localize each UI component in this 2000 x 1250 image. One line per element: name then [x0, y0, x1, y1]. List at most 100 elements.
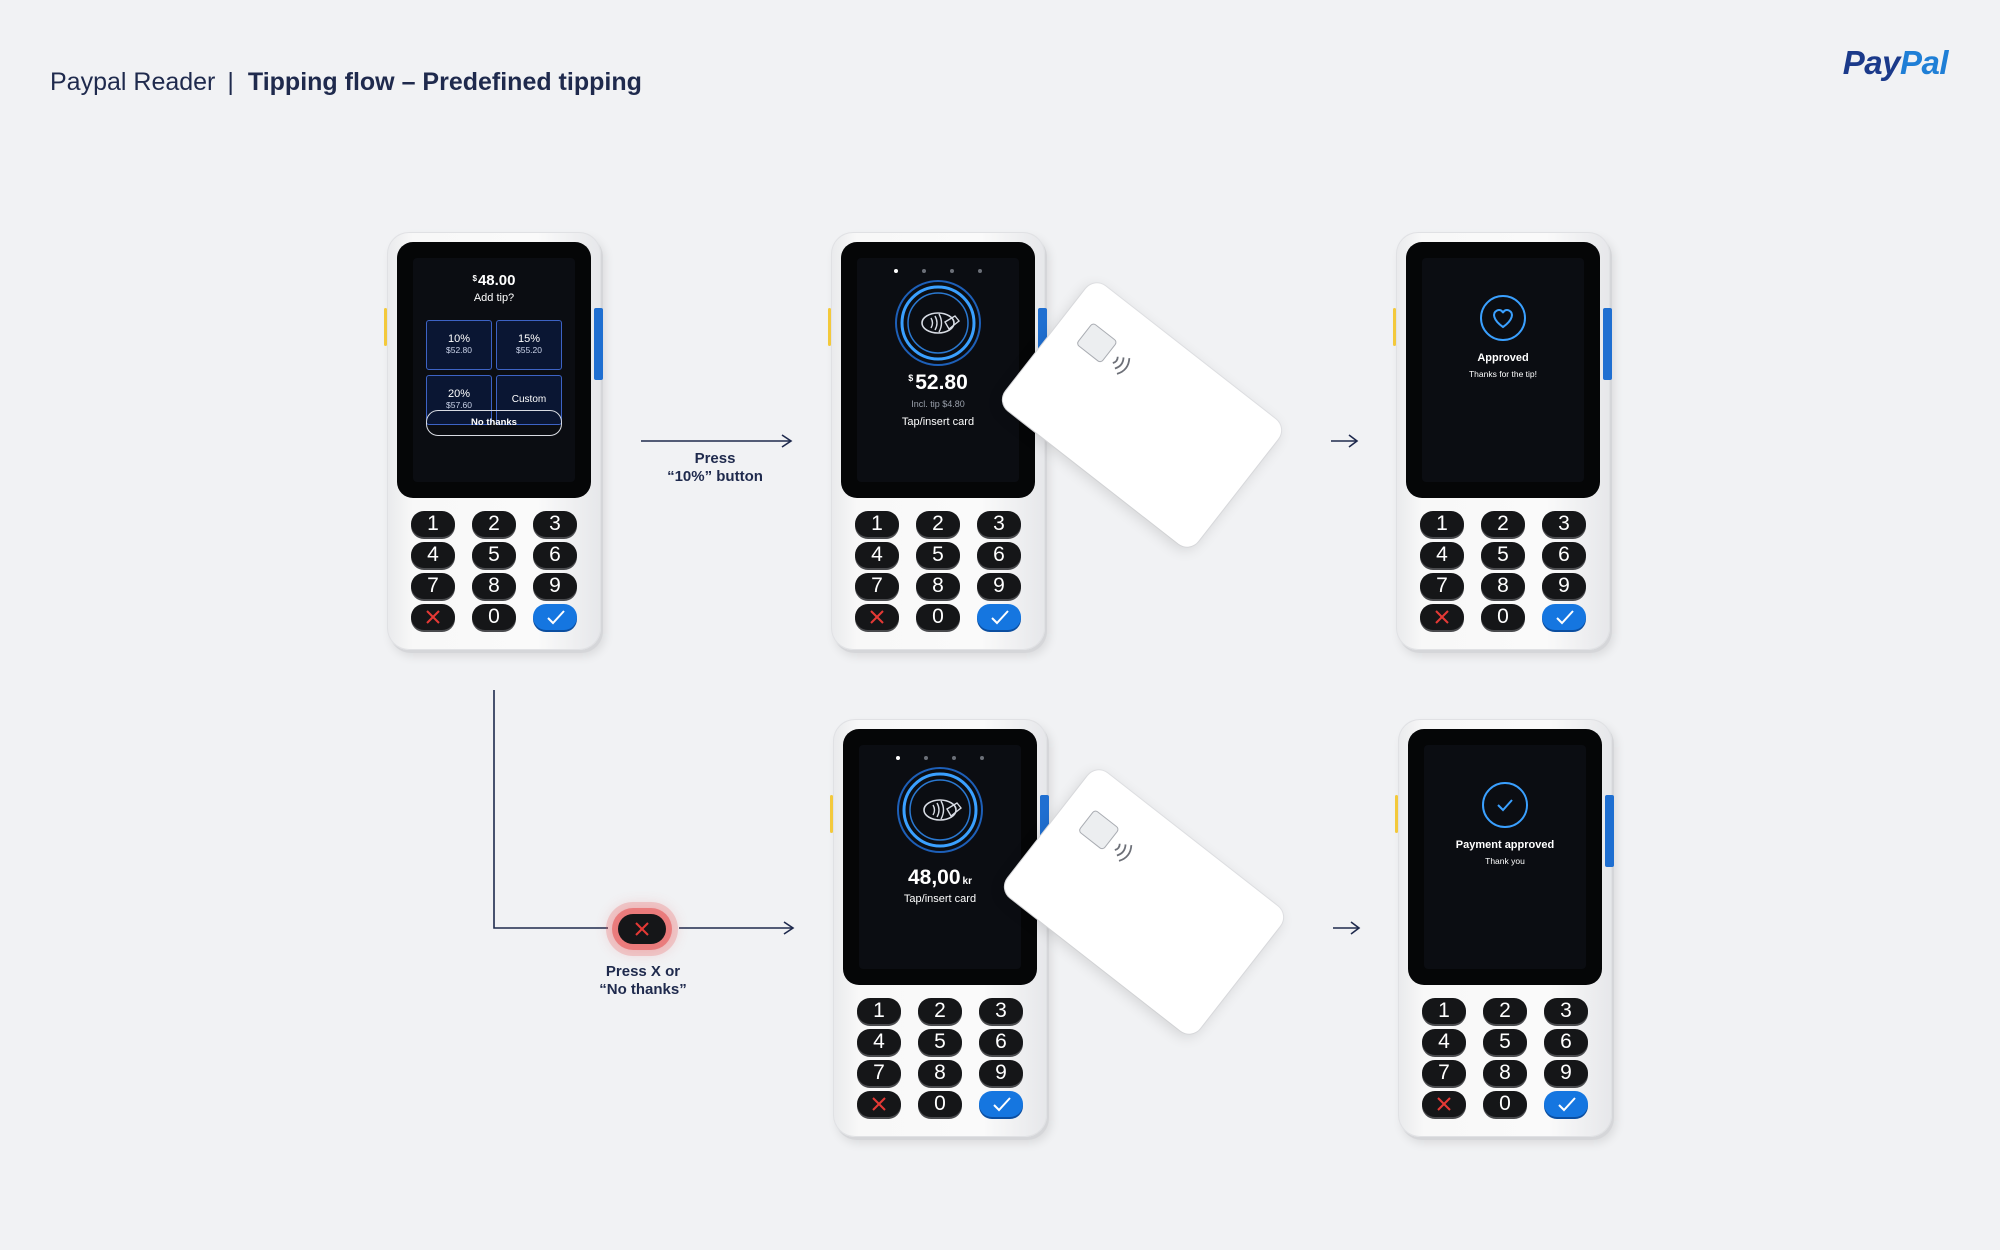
- arrowhead-approved-no-tip: [1350, 921, 1361, 935]
- paypal-logo: PayPal: [1842, 44, 1949, 81]
- tap-instruction: Tap/insert card: [901, 416, 975, 428]
- key-9[interactable]: 9: [1544, 1060, 1588, 1086]
- tip-option-15[interactable]: 15%$55.20: [496, 320, 562, 370]
- key-1[interactable]: 1: [855, 511, 899, 537]
- key-6[interactable]: 6: [533, 542, 577, 568]
- key-0[interactable]: 0: [472, 604, 516, 630]
- key-0[interactable]: 0: [918, 1091, 962, 1117]
- no-thanks-button[interactable]: No thanks: [426, 410, 562, 436]
- x-icon: [426, 610, 440, 624]
- x-icon: [1435, 610, 1449, 624]
- key-6[interactable]: 6: [979, 1029, 1023, 1055]
- key-6[interactable]: 6: [1544, 1029, 1588, 1055]
- tip-option-10[interactable]: 10%$52.80: [426, 320, 492, 370]
- key-9[interactable]: 9: [979, 1060, 1023, 1086]
- key-2[interactable]: 2: [916, 511, 960, 537]
- x-icon: [1437, 1097, 1451, 1111]
- page-dots: [859, 747, 1021, 765]
- check-icon: [993, 1097, 1011, 1112]
- key-8[interactable]: 8: [918, 1060, 962, 1086]
- key-2[interactable]: 2: [1481, 511, 1525, 537]
- payment-card: [999, 764, 1289, 1040]
- key-9[interactable]: 9: [977, 573, 1021, 599]
- key-8[interactable]: 8: [916, 573, 960, 599]
- x-icon: [635, 922, 649, 936]
- press-tip-label: Press“10%” button: [667, 450, 763, 485]
- key-7[interactable]: 7: [1422, 1060, 1466, 1086]
- key-3[interactable]: 3: [979, 998, 1023, 1024]
- key-2[interactable]: 2: [918, 998, 962, 1024]
- key-9[interactable]: 9: [1542, 573, 1586, 599]
- reader-screen: $52.80 Incl. tip $4.80 Tap/insert card: [841, 242, 1035, 498]
- arrowhead-pay-no-tip: [783, 921, 795, 935]
- key-5[interactable]: 5: [1481, 542, 1525, 568]
- key-1[interactable]: 1: [1420, 511, 1464, 537]
- key-8[interactable]: 8: [1483, 1060, 1527, 1086]
- key-0[interactable]: 0: [916, 604, 960, 630]
- cancel-key[interactable]: [857, 1091, 901, 1117]
- arrowhead-pay-tip: [781, 434, 793, 448]
- key-3[interactable]: 3: [977, 511, 1021, 537]
- key-5[interactable]: 5: [916, 542, 960, 568]
- key-3[interactable]: 3: [1542, 511, 1586, 537]
- key-3[interactable]: 3: [533, 511, 577, 537]
- key-1[interactable]: 1: [1422, 998, 1466, 1024]
- key-7[interactable]: 7: [411, 573, 455, 599]
- cancel-key[interactable]: [855, 604, 899, 630]
- tap-instruction: Tap/insert card: [903, 893, 977, 905]
- cancel-key-highlight: [618, 914, 666, 944]
- confirm-key[interactable]: [1544, 1091, 1588, 1117]
- key-4[interactable]: 4: [1422, 1029, 1466, 1055]
- tip-prompt: Add tip?: [473, 292, 515, 304]
- key-4[interactable]: 4: [1420, 542, 1464, 568]
- check-icon: [547, 610, 565, 625]
- reader-screen: $48.00 Add tip? 10%$52.80 15%$55.20 20%$…: [397, 242, 591, 498]
- confirm-key[interactable]: [979, 1091, 1023, 1117]
- key-0[interactable]: 0: [1481, 604, 1525, 630]
- key-4[interactable]: 4: [857, 1029, 901, 1055]
- check-icon: [1482, 782, 1528, 828]
- key-2[interactable]: 2: [1483, 998, 1527, 1024]
- key-5[interactable]: 5: [1483, 1029, 1527, 1055]
- key-3[interactable]: 3: [1544, 998, 1588, 1024]
- cancel-key[interactable]: [411, 604, 455, 630]
- key-0[interactable]: 0: [1483, 1091, 1527, 1117]
- reader-screen: Payment approved Thank you: [1408, 729, 1602, 985]
- cancel-key[interactable]: [1422, 1091, 1466, 1117]
- header-separator: |: [227, 68, 234, 96]
- reader-screen: Approved Thanks for the tip!: [1406, 242, 1600, 498]
- contactless-icon: [895, 280, 981, 366]
- key-8[interactable]: 8: [472, 573, 516, 599]
- confirm-key[interactable]: [977, 604, 1021, 630]
- key-7[interactable]: 7: [855, 573, 899, 599]
- key-8[interactable]: 8: [1481, 573, 1525, 599]
- key-5[interactable]: 5: [472, 542, 516, 568]
- key-6[interactable]: 6: [977, 542, 1021, 568]
- approved-subtitle: Thank you: [1485, 856, 1525, 866]
- confirm-key[interactable]: [533, 604, 577, 630]
- key-4[interactable]: 4: [411, 542, 455, 568]
- approved-subtitle: Thanks for the tip!: [1468, 369, 1538, 379]
- key-2[interactable]: 2: [472, 511, 516, 537]
- cancel-key[interactable]: [1420, 604, 1464, 630]
- reader-pay-with-tip: $52.80 Incl. tip $4.80 Tap/insert card 1…: [828, 232, 1047, 650]
- key-1[interactable]: 1: [857, 998, 901, 1024]
- payment-card: [997, 277, 1287, 553]
- heart-icon: [1480, 295, 1526, 341]
- key-5[interactable]: 5: [918, 1029, 962, 1055]
- key-7[interactable]: 7: [857, 1060, 901, 1086]
- contactless-icon: [1114, 843, 1133, 862]
- reader-approved-no-tip: Payment approved Thank you 1 2 3 4 5 6 7…: [1395, 719, 1614, 1137]
- confirm-key[interactable]: [1542, 604, 1586, 630]
- check-icon: [1558, 1097, 1576, 1112]
- key-1[interactable]: 1: [411, 511, 455, 537]
- check-icon: [1556, 610, 1574, 625]
- key-6[interactable]: 6: [1542, 542, 1586, 568]
- key-7[interactable]: 7: [1420, 573, 1464, 599]
- key-9[interactable]: 9: [533, 573, 577, 599]
- page-title: Tipping flow – Predefined tipping: [247, 68, 642, 96]
- contactless-icon: [897, 767, 983, 853]
- product-name: Paypal Reader: [50, 68, 216, 96]
- key-4[interactable]: 4: [855, 542, 899, 568]
